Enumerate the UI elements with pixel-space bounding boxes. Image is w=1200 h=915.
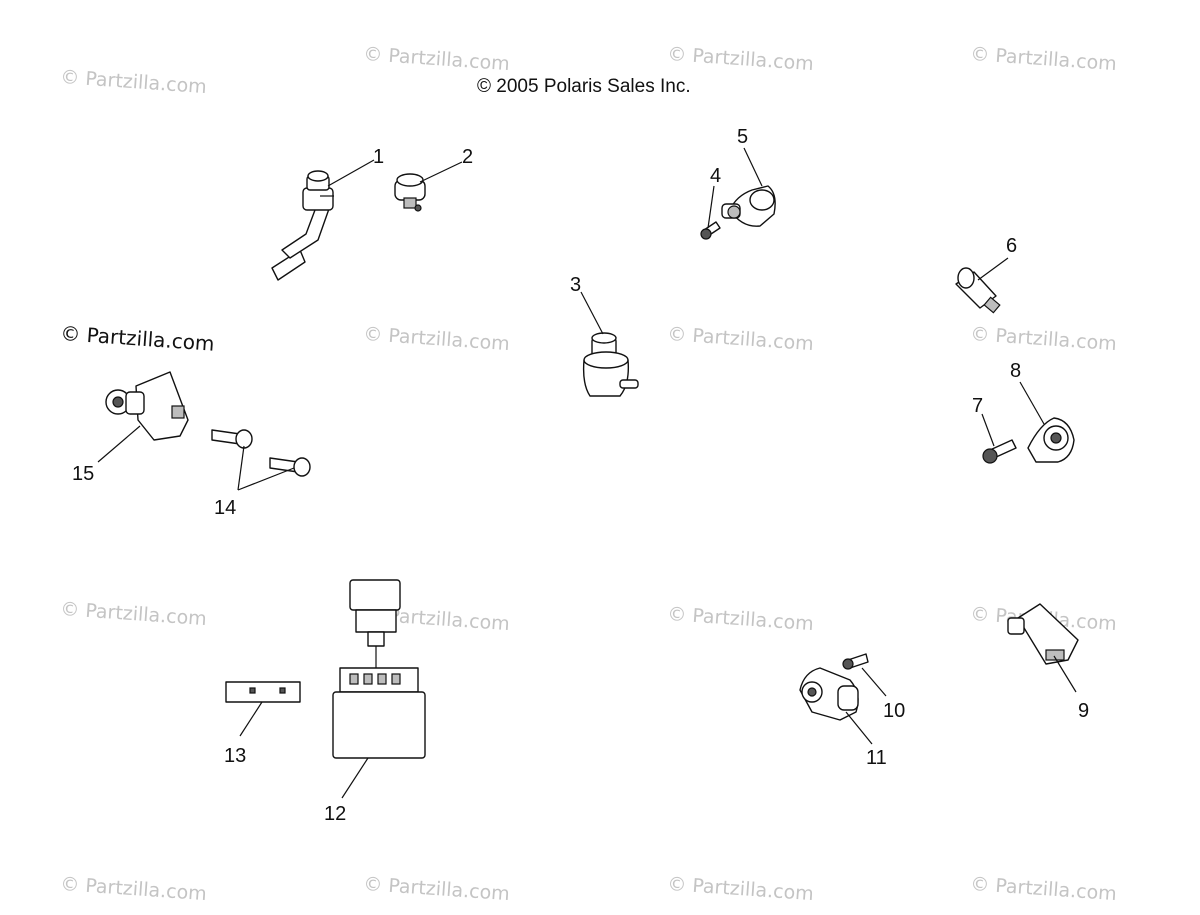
part-6-sensor[interactable] <box>955 267 1001 314</box>
watermark: © Partzilla.com <box>970 43 1118 75</box>
callout-10: 10 <box>883 700 905 722</box>
watermark: © Partzilla.com <box>667 43 815 75</box>
part-8-knock-sensor[interactable] <box>1027 417 1075 463</box>
part-13-bracket[interactable] <box>225 681 301 703</box>
callout-numbers: 1 2 3 4 5 6 7 8 9 10 11 12 13 14 15 <box>72 126 1089 825</box>
watermark: © Partzilla.com <box>970 323 1118 355</box>
watermark: © Partzilla.com <box>363 873 511 905</box>
watermark-dark: © Partzilla.com <box>60 321 216 356</box>
watermark: © Partzilla.com <box>363 323 511 355</box>
part-2-sensor[interactable] <box>394 173 426 212</box>
part-14-screws[interactable] <box>211 429 311 477</box>
watermark: © Partzilla.com <box>60 873 208 905</box>
callout-3: 3 <box>570 274 581 296</box>
callout-11: 11 <box>866 747 887 769</box>
watermark: © Partzilla.com <box>363 43 511 75</box>
callout-6: 6 <box>1006 235 1017 257</box>
callout-2: 2 <box>462 146 473 168</box>
watermark: © Partzilla.com <box>60 598 208 630</box>
part-5-speed-sensor[interactable] <box>721 185 776 227</box>
watermarks: © Partzilla.com © Partzilla.com © Partzi… <box>60 43 1118 905</box>
callout-8: 8 <box>1010 360 1021 382</box>
part-9-map-sensor[interactable] <box>1007 603 1079 665</box>
leader-lines <box>97 147 1077 799</box>
part-3-regulator[interactable] <box>582 332 639 397</box>
part-10-bolt[interactable] <box>842 653 869 670</box>
copyright-text: © 2005 Polaris Sales Inc. <box>477 76 691 97</box>
part-1-sensor[interactable] <box>271 170 334 281</box>
part-11-sensor[interactable] <box>799 667 859 721</box>
part-4-bolt[interactable] <box>700 221 721 240</box>
watermark: © Partzilla.com <box>970 873 1118 905</box>
callout-7: 7 <box>972 395 983 417</box>
callout-9: 9 <box>1078 700 1089 722</box>
watermark: © Partzilla.com <box>667 873 815 905</box>
watermark: © Partzilla.com <box>667 323 815 355</box>
watermark: © Partzilla.com <box>60 66 208 98</box>
part-12-module[interactable] <box>332 579 426 759</box>
watermark: © Partzilla.com <box>667 603 815 635</box>
callout-12: 12 <box>324 803 346 825</box>
callout-1: 1 <box>373 146 384 168</box>
callout-13: 13 <box>224 745 246 767</box>
callout-14: 14 <box>214 497 236 519</box>
callout-4: 4 <box>710 165 721 187</box>
part-15-switch[interactable] <box>105 371 189 441</box>
part-7-bolt[interactable] <box>982 439 1017 464</box>
callout-15: 15 <box>72 463 94 485</box>
callout-5: 5 <box>737 126 748 148</box>
